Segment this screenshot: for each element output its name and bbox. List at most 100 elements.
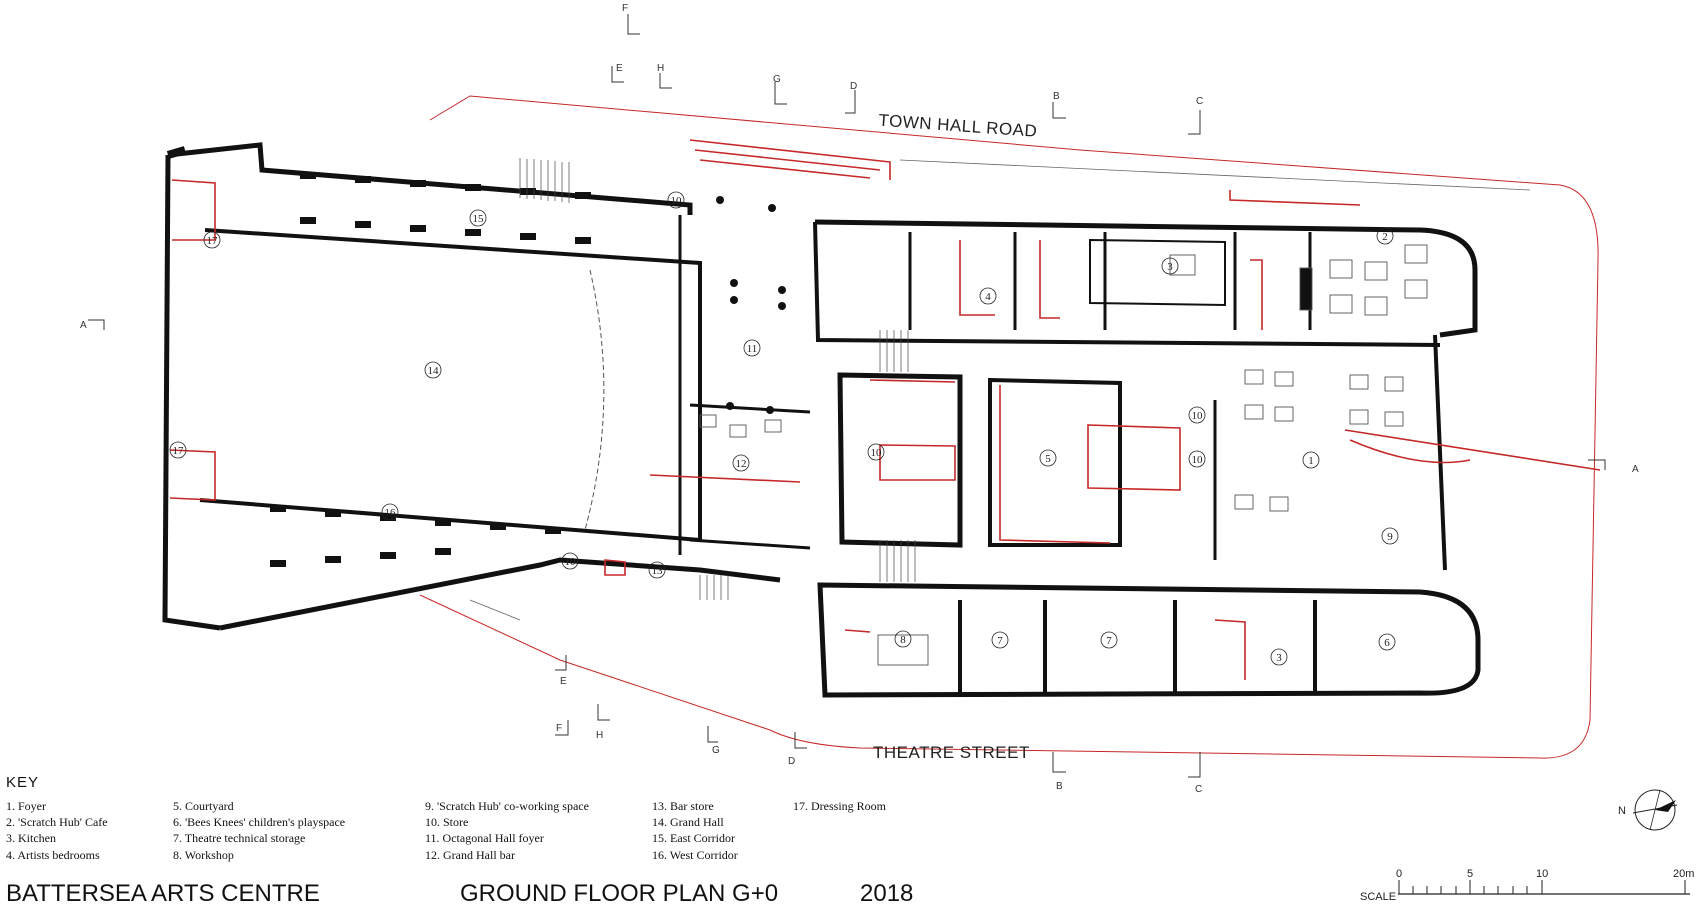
columns	[270, 172, 786, 567]
svg-text:G: G	[773, 74, 781, 85]
room-label: 10	[1188, 450, 1206, 468]
svg-text:10: 10	[1192, 454, 1204, 466]
room-label: 7	[991, 631, 1009, 649]
section-markers	[88, 14, 1606, 778]
street-label-south: THEATRE STREET	[873, 743, 1030, 762]
key-column-5: 17. Dressing Room	[793, 798, 886, 814]
furniture	[699, 244, 1428, 666]
building-title: BATTERSEA ARTS CENTRE	[6, 880, 320, 907]
north-arrow: N	[1618, 789, 1678, 831]
room-labels: 1 2 3 4 5 6 7 7 8 9 10 10 10 10 10 11 12…	[169, 191, 1399, 666]
key-item: 2. 'Scratch Hub' Cafe	[6, 815, 108, 830]
room-label: 8	[894, 630, 912, 648]
svg-text:10: 10	[1192, 410, 1204, 422]
room-label: 5	[1039, 449, 1057, 467]
room-label: 10	[867, 443, 885, 461]
key-item: 16. West Corridor	[652, 847, 738, 862]
room-label: 6	[1378, 633, 1396, 651]
key-item: 6. 'Bees Knees' children's playspace	[173, 815, 346, 830]
key-item: 10. Store	[425, 815, 469, 830]
svg-text:C: C	[1195, 784, 1202, 795]
svg-text:7: 7	[1106, 635, 1112, 647]
room-label: 17	[169, 441, 187, 459]
key-item: 12. Grand Hall bar	[425, 847, 515, 862]
section-marker-labels: F E H G D B C A A E F H G D B C	[80, 3, 1639, 795]
svg-text:C: C	[1196, 96, 1203, 107]
svg-text:5: 5	[1467, 868, 1473, 880]
svg-text:H: H	[657, 63, 664, 74]
svg-text:0: 0	[1396, 868, 1402, 880]
new-work-red	[169, 139, 1601, 680]
key-column-2: 5. Courtyard 6. 'Bees Knees' children's …	[173, 798, 345, 863]
svg-text:E: E	[616, 63, 623, 74]
svg-text:H: H	[596, 730, 603, 741]
svg-text:F: F	[556, 723, 562, 734]
svg-text:3: 3	[1167, 261, 1173, 273]
svg-text:E: E	[560, 676, 567, 687]
svg-text:G: G	[712, 745, 720, 756]
key-item: 17. Dressing Room	[793, 799, 886, 813]
svg-text:B: B	[1053, 91, 1060, 102]
site-boundary	[419, 95, 1599, 759]
svg-text:2: 2	[1382, 231, 1388, 243]
key-item: 13. Bar store	[652, 799, 714, 813]
room-label: 10	[561, 552, 579, 570]
key-item: 5. Courtyard	[173, 799, 234, 813]
svg-text:7: 7	[997, 635, 1003, 647]
svg-text:13: 13	[652, 565, 664, 577]
key-item: 15. East Corridor	[652, 831, 735, 846]
room-label: 10	[667, 191, 685, 209]
svg-text:10: 10	[671, 195, 683, 207]
svg-text:16: 16	[385, 507, 397, 519]
svg-text:12: 12	[736, 458, 747, 470]
grand-hall-stage-line	[584, 269, 605, 531]
key-column-4: 13. Bar store 14. Grand Hall 15. East Co…	[652, 798, 738, 863]
svg-text:D: D	[850, 81, 857, 92]
key-item: 1. Foyer	[6, 799, 46, 813]
svg-text:14: 14	[428, 365, 440, 377]
room-label: 14	[424, 361, 442, 379]
key-item: 8. Workshop	[173, 847, 234, 862]
svg-text:10: 10	[871, 447, 883, 459]
room-label: 3	[1270, 648, 1288, 666]
room-label: 12	[732, 454, 750, 472]
svg-text:1: 1	[1308, 455, 1314, 467]
stairs	[519, 158, 916, 600]
key-item: 9. 'Scratch Hub' co-working space	[425, 799, 589, 813]
room-label: 2	[1376, 227, 1394, 245]
street-label-north: TOWN HALL ROAD	[878, 111, 1038, 141]
svg-text:SCALE: SCALE	[1360, 891, 1396, 903]
key-column-3: 9. 'Scratch Hub' co-working space 10. St…	[425, 798, 589, 863]
svg-text:F: F	[622, 3, 628, 14]
key-item: 7. Theatre technical storage	[173, 831, 306, 846]
plan-year: 2018	[860, 880, 914, 907]
svg-text:3: 3	[1276, 652, 1282, 664]
key-item: 3. Kitchen	[6, 831, 56, 846]
room-label: 17	[203, 231, 221, 249]
key-item: 4. Artists bedrooms	[6, 847, 100, 862]
room-label: 10	[1188, 406, 1206, 424]
svg-text:11: 11	[747, 343, 758, 355]
plan-title: GROUND FLOOR PLAN G+0	[460, 880, 779, 907]
svg-text:5: 5	[1045, 453, 1051, 465]
room-label: 9	[1381, 527, 1399, 545]
svg-text:17: 17	[207, 235, 219, 247]
svg-text:6: 6	[1384, 637, 1390, 649]
svg-text:9: 9	[1387, 531, 1393, 543]
room-label: 1	[1302, 451, 1320, 469]
site-boundary-grey	[469, 159, 1531, 621]
room-label: 3	[1161, 257, 1179, 275]
svg-text:B: B	[1056, 781, 1063, 792]
room-label: 7	[1100, 631, 1118, 649]
svg-text:8: 8	[900, 634, 906, 646]
room-label: 16	[381, 503, 399, 521]
svg-text:D: D	[788, 756, 795, 767]
svg-text:A: A	[80, 320, 87, 331]
svg-text:10: 10	[1536, 868, 1548, 880]
key-title: KEY	[6, 774, 40, 791]
room-label: 4	[979, 287, 997, 305]
walls-main-block	[813, 219, 1481, 698]
svg-text:20m: 20m	[1673, 868, 1694, 880]
svg-text:15: 15	[473, 213, 485, 225]
